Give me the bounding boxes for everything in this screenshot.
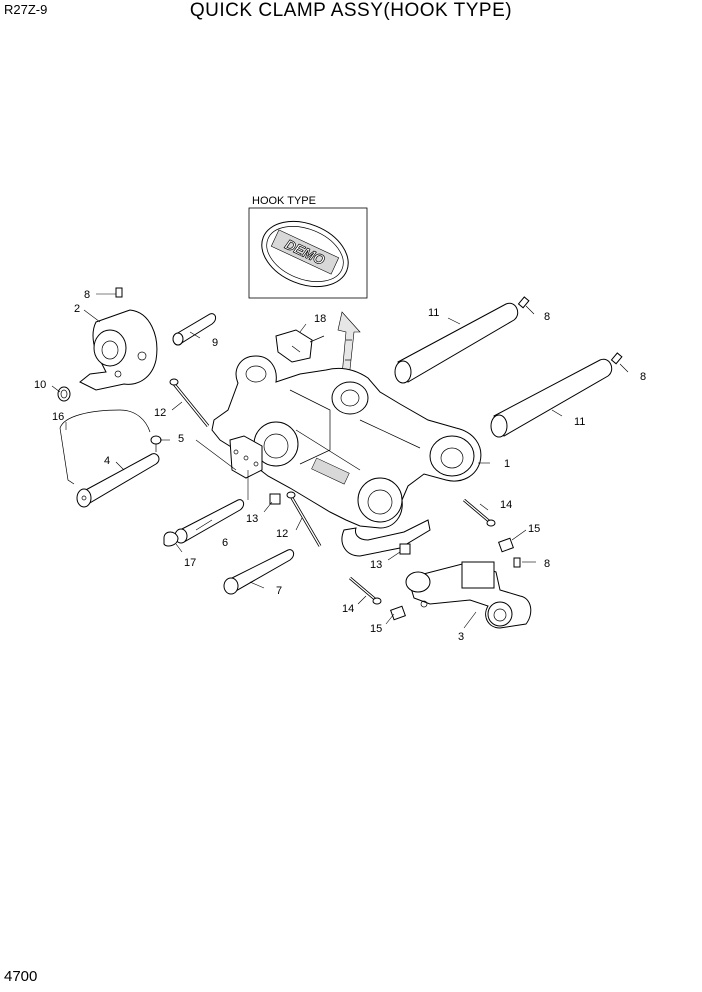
part-2-hook-block — [79, 309, 158, 391]
part-8-nipple-d — [513, 557, 521, 568]
part-10-ring — [57, 386, 71, 402]
part-11-pin-lower — [490, 358, 613, 438]
part-13-nut-upper — [269, 493, 281, 505]
part-11-pin-upper — [394, 302, 519, 384]
callout-18: 18 — [314, 313, 326, 325]
callout-11-b: 11 — [574, 416, 585, 428]
callout-15-a: 15 — [528, 523, 540, 535]
callout-12-a: 12 — [154, 407, 166, 419]
part-4-pin — [76, 453, 160, 508]
callout-10: 10 — [34, 379, 46, 391]
part-12-bolt-lower — [286, 491, 322, 547]
page-title: QUICK CLAMP ASSY(HOOK TYPE) — [189, 0, 513, 21]
callout-15-b: 15 — [370, 623, 382, 635]
part-8-nipple-c — [610, 352, 623, 365]
part-14-bolt-upper — [463, 498, 496, 527]
part-8-nipple-b — [517, 296, 530, 309]
callout-9: 9 — [212, 337, 218, 349]
callout-14-b: 14 — [342, 603, 354, 615]
callout-2: 2 — [74, 303, 80, 315]
callout-16: 16 — [52, 411, 64, 423]
callout-8-d: 8 — [544, 558, 550, 570]
page-number: 4700 — [4, 968, 38, 985]
part-15-fitting-lower — [390, 600, 428, 621]
part-13-nut-lower — [399, 543, 411, 555]
leader-lines — [51, 293, 629, 629]
callout-13-b: 13 — [370, 559, 382, 571]
callout-6: 6 — [222, 537, 228, 549]
part-14-bolt-lower — [349, 576, 382, 605]
part-8-nipple-a — [115, 287, 123, 298]
hook-type-inset: HOOK TYPE DEMO — [248, 195, 368, 299]
callout-7: 7 — [276, 585, 282, 597]
part-16-wire — [59, 409, 151, 485]
callout-4: 4 — [104, 455, 110, 467]
callout-labels: 1 2 3 4 5 6 7 8 8 8 8 9 10 11 11 12 12 1… — [34, 289, 646, 643]
part-9-pin — [172, 313, 217, 346]
callout-1: 1 — [504, 458, 510, 470]
frame-logo — [311, 457, 350, 485]
part-1-frame — [211, 355, 482, 557]
inset-label: HOOK TYPE — [252, 195, 316, 207]
part-5-clip — [150, 435, 162, 452]
part-15-fitting-upper — [498, 537, 514, 553]
callout-17: 17 — [184, 557, 196, 569]
callout-5: 5 — [178, 433, 184, 445]
part-17-clip — [163, 531, 179, 547]
callout-13-a: 13 — [246, 513, 258, 525]
callout-12-b: 12 — [276, 528, 288, 540]
callout-8-a: 8 — [84, 289, 90, 301]
callout-3: 3 — [458, 631, 464, 643]
callout-14-a: 14 — [500, 499, 512, 511]
part-12-bolt-upper — [169, 378, 210, 427]
callout-8-c: 8 — [640, 371, 646, 383]
callout-8-b: 8 — [544, 311, 550, 323]
callout-11-a: 11 — [428, 307, 439, 319]
part-3-cylinder — [405, 561, 532, 629]
model-code: R27Z-9 — [4, 2, 48, 17]
part-7-pin — [223, 549, 295, 595]
part-18-plate — [275, 329, 325, 363]
